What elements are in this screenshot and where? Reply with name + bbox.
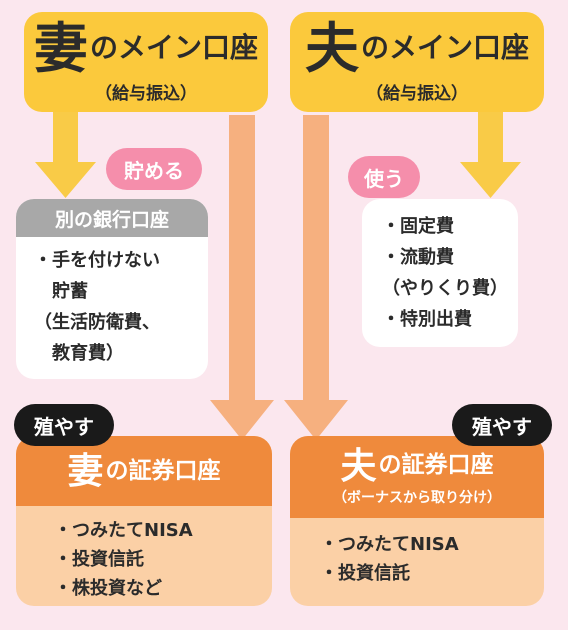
list-item: ・固定費 (382, 216, 454, 237)
wife-main-label: のメイン口座 (89, 30, 258, 64)
wife-main-title: 妻 のメイン口座 (34, 21, 258, 75)
husband-main-subtitle: （給与振込） (366, 83, 468, 104)
husband-main-label: のメイン口座 (360, 30, 529, 64)
arrow-husband-to-securities (284, 115, 348, 440)
list-item: ・株投資など (54, 578, 162, 599)
list-item: 教育費） (34, 343, 124, 364)
wife-main-account: 妻 のメイン口座 （給与振込） (24, 12, 268, 112)
separate-bank-list: ・手を付けない 貯蓄 （生活防衛費、 教育費） (16, 237, 208, 369)
husband-securities-list: ・つみたてNISA ・投資信託 (290, 518, 544, 588)
grow-badge-left: 殖やす (14, 404, 114, 446)
wife-securities-label: の証券口座 (105, 457, 221, 484)
arrow-husband-to-use (460, 112, 521, 198)
list-item: ・特別出費 (382, 309, 472, 330)
list-item: ・つみたてNISA (320, 534, 459, 555)
list-item: ・投資信託 (320, 563, 410, 584)
arrow-wife-to-bank (35, 112, 96, 198)
husband-use-list: ・固定費 ・流動費 （やりくり費） ・特別出費 (362, 199, 518, 335)
savings-badge: 貯める (106, 148, 202, 190)
list-item: ・つみたてNISA (54, 520, 193, 541)
husband-char: 夫 (340, 444, 377, 487)
list-item: ・投資信託 (54, 549, 144, 570)
list-item: ・手を付けない (34, 250, 160, 271)
wife-char: 妻 (67, 450, 104, 492)
husband-main-account: 夫 のメイン口座 （給与振込） (290, 12, 544, 112)
wife-securities-title: 妻 の証券口座 (67, 453, 220, 489)
list-item: ・流動費 (382, 247, 454, 268)
list-item: 貯蓄 (34, 281, 88, 302)
list-item: （生活防衛費、 (34, 312, 160, 333)
wife-securities-account: 妻 の証券口座 ・つみたてNISA ・投資信託 ・株投資など (16, 436, 272, 606)
wife-securities-header: 妻 の証券口座 (16, 436, 272, 506)
husband-securities-header: 夫 の証券口座 （ボーナスから取り分け） (290, 436, 544, 518)
husband-char: 夫 (304, 15, 359, 80)
husband-securities-title: 夫 の証券口座 (340, 448, 493, 484)
husband-securities-label: の証券口座 (378, 452, 494, 478)
husband-use-box: ・固定費 ・流動費 （やりくり費） ・特別出費 (362, 199, 518, 347)
wife-main-subtitle: （給与振込） (95, 83, 197, 104)
arrow-wife-to-securities (210, 115, 274, 440)
use-badge: 使う (348, 156, 420, 198)
separate-bank-header: 別の銀行口座 (16, 199, 208, 237)
grow-badge-right: 殖やす (452, 404, 552, 446)
husband-securities-subtitle: （ボーナスから取り分け） (333, 489, 501, 506)
separate-bank-account: 別の銀行口座 ・手を付けない 貯蓄 （生活防衛費、 教育費） (16, 199, 208, 379)
wife-securities-list: ・つみたてNISA ・投資信託 ・株投資など (16, 506, 272, 603)
wife-char: 妻 (33, 15, 88, 80)
husband-main-title: 夫 のメイン口座 (305, 21, 529, 75)
husband-securities-account: 夫 の証券口座 （ボーナスから取り分け） ・つみたてNISA ・投資信託 (290, 436, 544, 606)
list-item: （やりくり費） (382, 278, 508, 299)
